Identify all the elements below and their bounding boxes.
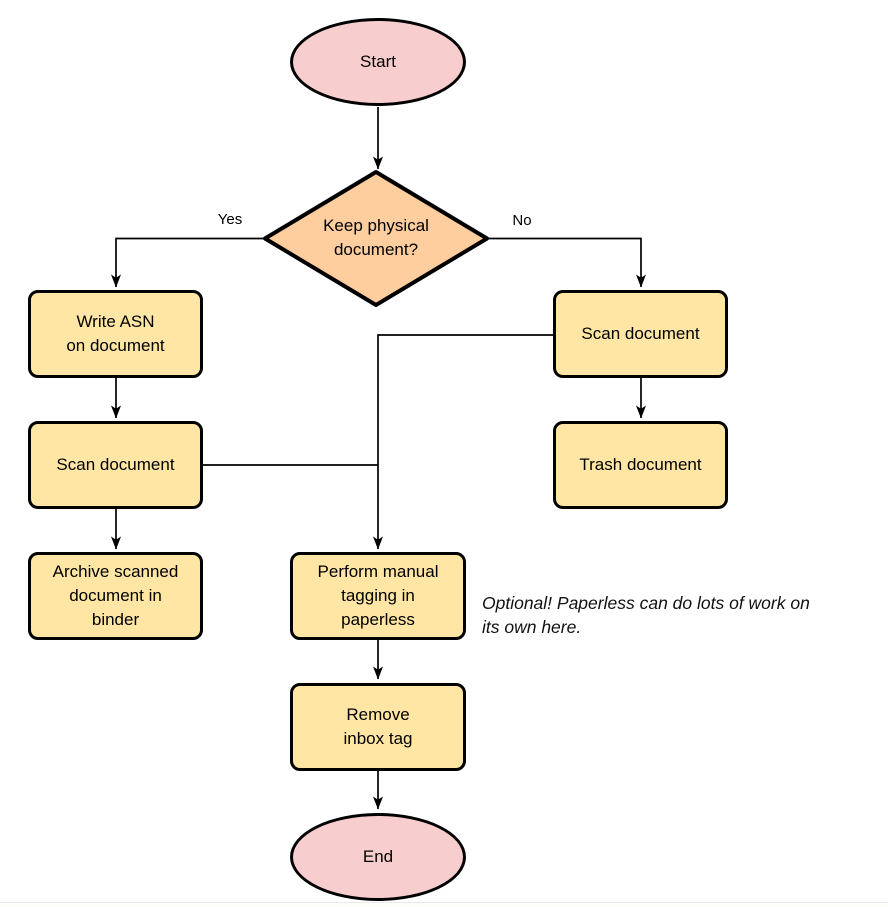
node-manual-tagging: Perform manual tagging in paperless	[290, 552, 466, 640]
node-remove-inbox-tag: Remove inbox tag	[290, 683, 466, 771]
node-archive-binder: Archive scanned document in binder	[28, 552, 203, 640]
node-decision: Keep physical document?	[266, 208, 486, 268]
node-manual-tagging-label: Perform manual tagging in paperless	[317, 562, 439, 629]
node-decision-label: Keep physical document?	[323, 216, 429, 259]
node-scan-document-right: Scan document	[553, 290, 728, 378]
node-scan-document-left-label: Scan document	[56, 455, 175, 475]
edge-label-yes: Yes	[217, 211, 243, 228]
node-write-asn: Write ASN on document	[28, 290, 203, 378]
node-write-asn-label: Write ASN on document	[66, 312, 165, 355]
node-start-label: Start	[360, 52, 396, 72]
edge-label-no: No	[512, 212, 532, 229]
edge-scan-right-to-tagging	[373, 334, 553, 550]
annotation-optional-note: Optional! Paperless can do lots of work …	[482, 593, 810, 637]
node-end: End	[290, 813, 466, 901]
decision-diamond-shape	[263, 170, 489, 307]
node-end-label: End	[362, 847, 394, 867]
node-start: Start	[290, 18, 466, 106]
edge-decision-no-to-scan-right	[487, 237, 646, 288]
node-remove-inbox-tag-label: Remove inbox tag	[343, 705, 413, 748]
bottom-edge-line	[0, 902, 888, 907]
node-trash-document-label: Trash document	[579, 455, 702, 475]
node-scan-document-right-label: Scan document	[581, 324, 700, 344]
node-trash-document: Trash document	[553, 421, 728, 509]
node-archive-binder-label: Archive scanned document in binder	[52, 562, 179, 629]
node-scan-document-left: Scan document	[28, 421, 203, 509]
edge-decision-yes-to-write-asn	[111, 237, 265, 288]
